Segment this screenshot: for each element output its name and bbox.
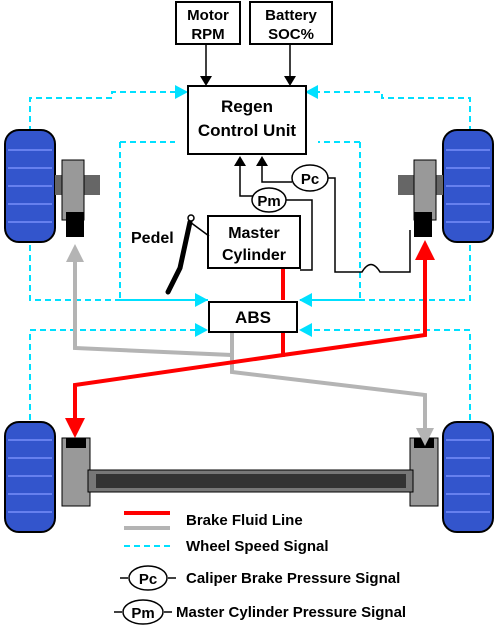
master-cylinder-label-2: Cylinder <box>222 247 286 264</box>
legend: Brake Fluid Line Wheel Speed Signal Pc C… <box>114 511 406 625</box>
pedal-label: Pedel <box>131 230 174 247</box>
legend-wheel-speed-signal: Wheel Speed Signal <box>124 538 329 555</box>
abs-label: ABS <box>235 308 271 327</box>
master-cylinder-label-1: Master <box>228 225 280 242</box>
pm-badge: Pm <box>251 187 287 213</box>
battery-soc-label-1: Battery <box>265 7 317 24</box>
legend-pc-text: Caliper Brake Pressure Signal <box>186 570 400 587</box>
gray-brake-fluid-lines <box>73 262 427 430</box>
signal-arrowheads <box>200 76 296 166</box>
legend-brake-fluid-text: Brake Fluid Line <box>186 512 303 529</box>
red-brake-fluid-lines <box>73 250 427 420</box>
red-arrowheads <box>65 240 435 438</box>
battery-soc-label-2: SOC% <box>268 26 314 43</box>
abs-box: ABS <box>208 301 298 333</box>
legend-pm: Pm Master Cylinder Pressure Signal <box>114 599 406 625</box>
battery-soc-box: Battery SOC% <box>249 1 333 45</box>
front-right-wheel <box>398 129 494 243</box>
wheel-speed-arrowheads <box>175 85 318 337</box>
legend-pc-symbol: Pc <box>139 571 157 588</box>
regen-control-unit-box: Regen Control Unit <box>187 85 307 155</box>
motor-rpm-label-2: RPM <box>191 26 224 43</box>
rear-axle <box>87 469 414 493</box>
legend-pm-symbol: Pm <box>131 605 154 622</box>
brake-pedal <box>165 214 210 295</box>
gray-arrowheads <box>66 244 434 446</box>
pc-badge: Pc <box>291 164 329 192</box>
legend-pc: Pc Caliper Brake Pressure Signal <box>120 565 400 591</box>
legend-pm-text: Master Cylinder Pressure Signal <box>176 604 406 621</box>
rear-left-wheel <box>4 421 91 533</box>
legend-brake-fluid-line: Brake Fluid Line <box>124 511 303 530</box>
pc-badge-label: Pc <box>301 171 319 188</box>
motor-rpm-box: Motor RPM <box>175 1 241 45</box>
master-cylinder-box: Master Cylinder <box>207 215 301 269</box>
regen-label-1: Regen <box>221 97 273 116</box>
signal-wires <box>205 45 411 273</box>
front-left-wheel <box>4 129 100 243</box>
legend-wheel-speed-text: Wheel Speed Signal <box>186 538 329 555</box>
motor-rpm-label-1: Motor <box>187 7 229 24</box>
regen-label-2: Control Unit <box>198 121 297 140</box>
pm-badge-label: Pm <box>257 193 280 210</box>
